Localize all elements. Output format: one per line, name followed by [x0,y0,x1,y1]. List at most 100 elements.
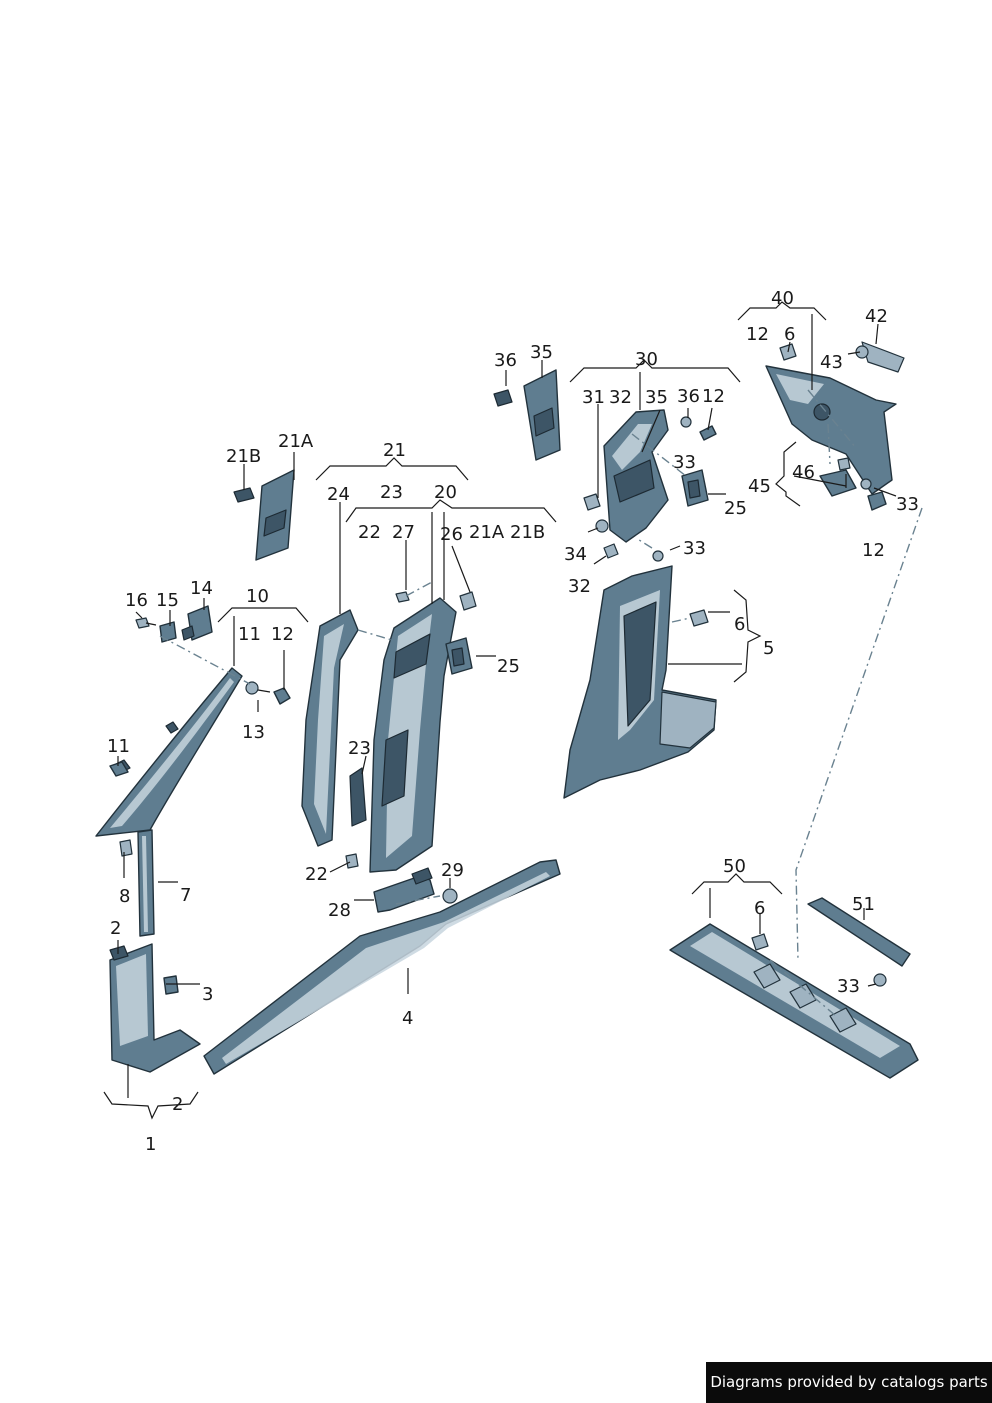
handle-45 [819,469,857,497]
label-12-right: 12 [862,540,885,561]
nut-29 [442,888,458,904]
label-26: 26 [440,524,463,545]
c-pillar-cover-35 [523,369,561,461]
clip-14 [181,605,213,641]
label-11-left: 11 [107,736,130,757]
clip-32 [603,543,619,559]
label-12-center: 12 [702,386,725,407]
screw-27 [395,591,410,603]
label-25-right: 25 [724,498,747,519]
label-46: 46 [792,462,815,483]
label-21: 21 [383,440,406,461]
label-5: 5 [763,638,774,659]
b-pillar-trim-24 [301,609,359,847]
label-21b-right: 21B [510,522,545,543]
label-24: 24 [327,484,350,505]
label-14: 14 [190,578,213,599]
clip-6-right [689,609,709,627]
cap-12-left [273,687,291,705]
screw-36-right [680,416,692,428]
clip-15 [159,621,177,643]
clip-21b [233,487,255,503]
screw-13 [245,681,271,695]
label-34: 34 [564,544,587,565]
label-21a-left: 21A [278,431,314,452]
label-2-top: 2 [110,918,121,939]
label-12-left: 12 [271,624,294,645]
clip-22 [345,853,359,869]
label-36-left: 36 [494,350,517,371]
leader-lines [103,301,923,1120]
nut-43 [855,345,869,359]
label-21b-left: 21B [226,446,261,467]
sill-trim-4 [203,859,561,1075]
label-33-right: 33 [896,494,919,515]
label-11-right: 11 [238,624,261,645]
label-28: 28 [328,900,351,921]
screw-33-bottom [873,973,887,987]
label-33-lower: 33 [683,538,706,559]
label-30: 30 [635,349,658,370]
clip-31 [583,493,601,511]
label-29: 29 [441,860,464,881]
label-13: 13 [242,722,265,743]
lower-a-pillar-trim [109,943,201,1073]
clip-46 [837,457,851,471]
label-23-top: 23 [380,482,403,503]
label-45: 45 [748,476,771,497]
label-35-left: 35 [530,342,553,363]
label-43: 43 [820,352,843,373]
screw-16 [135,617,157,629]
bracket-51 [807,897,911,967]
clip-6-bottom [751,933,769,951]
cap-12-right [867,491,887,511]
label-3: 3 [202,984,213,1005]
label-12-top: 12 [746,324,769,345]
label-31: 31 [582,387,605,408]
clip-34 [595,519,609,533]
b-pillar-trim-20 [369,597,457,873]
label-7: 7 [180,885,191,906]
part-labels: 1 2 2 3 4 5 6 6 6 7 8 10 11 11 12 12 12 … [107,288,919,1155]
label-15: 15 [156,590,179,611]
a-pillar-trim [95,667,243,837]
belt-guide-25-right [681,469,709,507]
label-32-bottom: 32 [568,576,591,597]
label-6-right: 6 [734,614,745,635]
b-pillar-cover-21a [255,469,295,561]
attribution-footer: Diagrams provided by catalogs parts [706,1362,992,1403]
label-27: 27 [392,522,415,543]
rear-side-trim-5 [563,565,717,799]
bracket-42 [861,341,905,373]
label-6-top: 6 [784,324,795,345]
label-10: 10 [246,586,269,607]
label-4: 4 [402,1008,413,1029]
label-22-bottom: 22 [305,864,328,885]
label-6-bottom: 6 [754,898,765,919]
label-51: 51 [852,894,875,915]
label-20: 20 [434,482,457,503]
load-sill-50 [669,923,919,1079]
label-1: 1 [145,1134,156,1155]
label-40: 40 [771,288,794,309]
bracket-28 [373,867,435,913]
clip-26 [459,591,477,611]
label-8: 8 [119,886,130,907]
label-42: 42 [865,306,888,327]
c-pillar-trim-30 [603,409,669,543]
label-32-top: 32 [609,387,632,408]
screw-33-right-top [860,478,872,490]
belt-guide-25-left [445,637,473,675]
label-23-bottom: 23 [348,738,371,759]
label-35-right: 35 [645,387,668,408]
clip-36-left [493,389,513,407]
screw-33-center [652,550,664,562]
clip-8 [119,839,133,857]
clip-3 [163,975,179,995]
label-33-bottom: 33 [837,976,860,997]
label-33-center: 33 [673,452,696,473]
label-21a-right: 21A [469,522,505,543]
grip-23 [349,767,367,827]
label-16: 16 [125,590,148,611]
